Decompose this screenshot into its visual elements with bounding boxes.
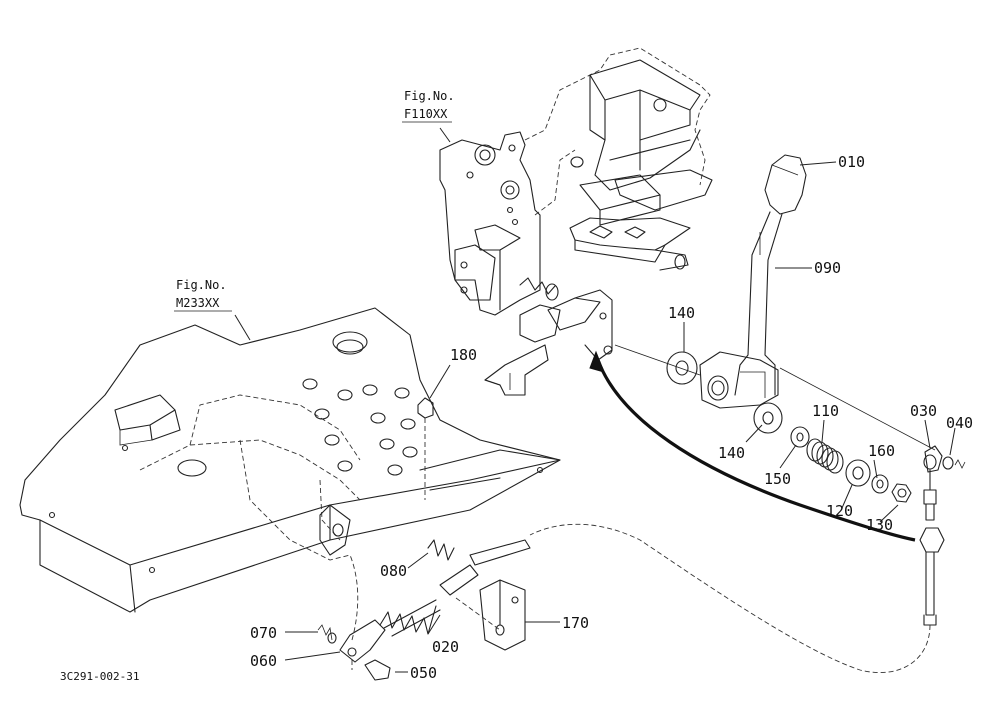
label-040: 040 [946, 414, 973, 432]
label-060: 060 [250, 652, 277, 670]
ref-m233-line2: M233XX [176, 296, 220, 310]
label-160: 160 [868, 442, 895, 460]
label-140-lower: 140 [718, 444, 745, 462]
console-frame [439, 47, 713, 396]
pivot-hardware [666, 351, 912, 503]
label-180: 180 [450, 346, 477, 364]
label-130: 130 [866, 516, 893, 534]
plate-bracket [239, 439, 351, 561]
washer-150 [790, 426, 810, 448]
collar-120 [845, 459, 871, 487]
label-050: 050 [410, 664, 437, 682]
label-030: 030 [910, 402, 937, 420]
label-090: 090 [814, 259, 841, 277]
label-080: 080 [380, 562, 407, 580]
label-070: 070 [250, 624, 277, 642]
lever-knob [764, 154, 807, 215]
nut-130 [891, 483, 912, 503]
label-110: 110 [812, 402, 839, 420]
label-120: 120 [826, 502, 853, 520]
label-140-upper: 140 [668, 304, 695, 322]
label-150: 150 [764, 470, 791, 488]
figure-references: Fig.No. F110XX Fig.No. M233XX [174, 89, 455, 312]
label-010: 010 [838, 153, 865, 171]
label-020: 020 [432, 638, 459, 656]
step-plate [19, 307, 561, 613]
shift-lever [699, 154, 807, 409]
label-170: 170 [562, 614, 589, 632]
leader-lines [234, 127, 956, 673]
ref-f110-line1: Fig.No. [404, 89, 455, 103]
shift-cable [529, 350, 966, 674]
rubber-grommets [302, 378, 418, 476]
drawing-code: 3C291-002-31 [60, 670, 139, 683]
washer-140-lower [753, 402, 783, 434]
cable-lower-end [317, 397, 531, 681]
washer-160 [871, 474, 889, 494]
part-labels: 010 090 140 140 150 110 120 160 130 030 … [250, 153, 973, 682]
spring-110 [806, 438, 844, 474]
ref-f110-line2: F110XX [404, 107, 448, 121]
ref-m233-line1: Fig.No. [176, 278, 227, 292]
washer-140-upper [666, 351, 698, 385]
